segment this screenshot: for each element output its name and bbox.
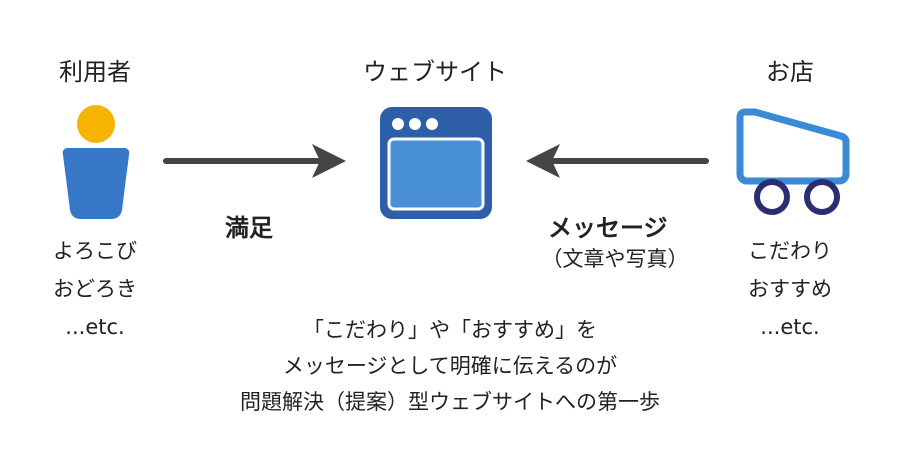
- website-title: ウェブサイト: [363, 58, 507, 86]
- person-head: [77, 105, 115, 143]
- browser-dot: [392, 118, 404, 130]
- caption-line: 問題解決（提案）型ウェブサイトへの第一歩: [240, 390, 660, 414]
- shop-lines: こだわり おすすめ ...etc.: [725, 232, 855, 346]
- cart-wheel: [804, 179, 840, 215]
- person-icon: [62, 105, 130, 219]
- user-lines: よろこび おどろき ...etc.: [30, 232, 160, 346]
- caption-line: メッセージとして明確に伝えるのが: [282, 354, 618, 378]
- user-line: ...etc.: [65, 315, 125, 339]
- browser-screen: [387, 137, 485, 211]
- shop-line: おすすめ: [748, 277, 832, 301]
- arrow-left-icon: [526, 144, 709, 178]
- satisfaction-label: 満足: [225, 214, 273, 242]
- shop-line: こだわり: [748, 239, 832, 263]
- caption: 「こだわり」や「おすすめ」を メッセージとして明確に伝えるのが 問題解決（提案）…: [200, 312, 700, 420]
- shop-title: お店: [766, 58, 814, 86]
- message-label: メッセージ: [548, 214, 668, 242]
- user-title: 利用者: [59, 58, 131, 86]
- user-line: おどろき: [53, 277, 137, 301]
- shop-cart-icon: [736, 108, 850, 215]
- browser-dot: [409, 118, 421, 130]
- user-line: よろこび: [53, 239, 137, 263]
- person-body: [62, 148, 130, 219]
- caption-line: 「こだわり」や「おすすめ」を: [303, 318, 597, 342]
- browser-window-icon: [380, 107, 492, 219]
- browser-dot: [426, 118, 438, 130]
- cart-basket: [736, 108, 850, 185]
- shop-line: ...etc.: [760, 315, 820, 339]
- arrow-right-icon: [163, 144, 346, 178]
- message-sublabel: （文章や写真）: [541, 247, 689, 271]
- cart-wheel: [754, 179, 790, 215]
